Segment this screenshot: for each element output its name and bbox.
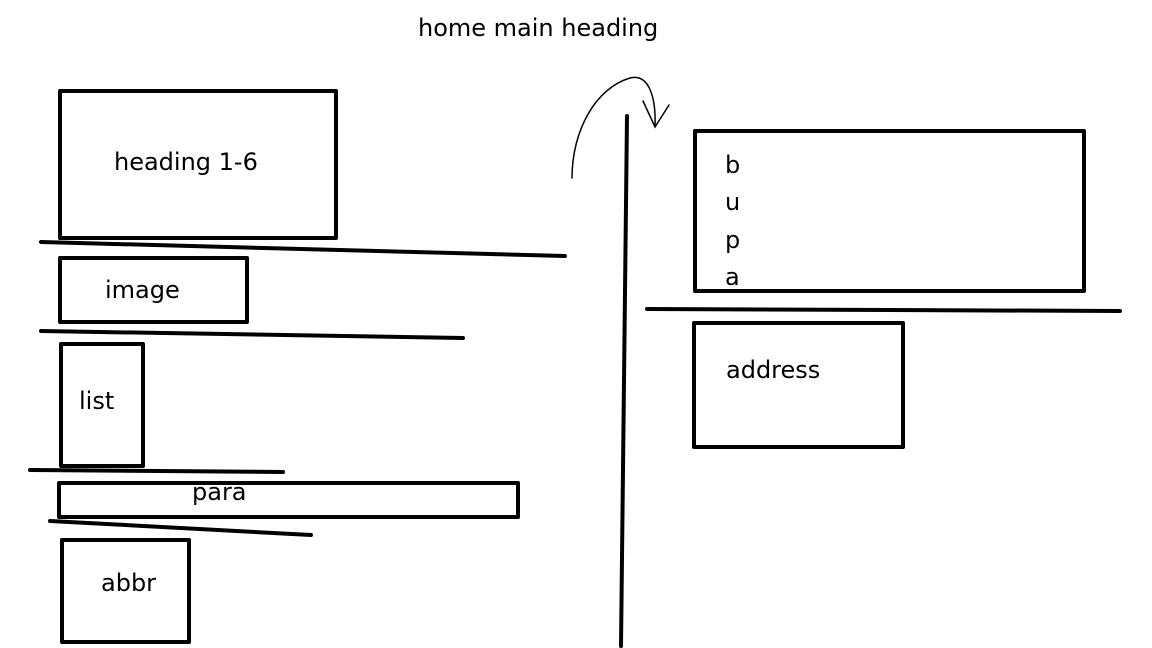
address-box-label: address — [726, 356, 821, 384]
list-box — [59, 342, 145, 468]
heading-box-label: heading 1-6 — [114, 148, 258, 176]
inline-tag-label: b — [725, 151, 741, 179]
address-box — [692, 321, 905, 449]
list-box-label: list — [79, 387, 115, 415]
heading-box — [58, 89, 338, 240]
inline-tag-label: p — [725, 226, 741, 254]
page-title: home main heading — [418, 14, 659, 42]
abbr-box-label: abbr — [101, 569, 157, 597]
inline-tags-box — [693, 129, 1086, 293]
inline-tag-label: u — [725, 188, 741, 216]
image-box — [58, 256, 249, 324]
separator-line — [645, 307, 1122, 313]
para-box-label: para — [192, 478, 247, 506]
vertical-divider — [619, 114, 629, 648]
para-box — [57, 481, 520, 519]
separator-line — [39, 329, 465, 340]
curved-arrow — [571, 76, 670, 179]
separator-line — [28, 468, 285, 474]
inline-tag-label: a — [725, 263, 740, 291]
image-box-label: image — [105, 276, 180, 304]
separator-line — [39, 240, 567, 258]
separator-line — [48, 519, 313, 537]
abbr-box — [60, 538, 191, 644]
